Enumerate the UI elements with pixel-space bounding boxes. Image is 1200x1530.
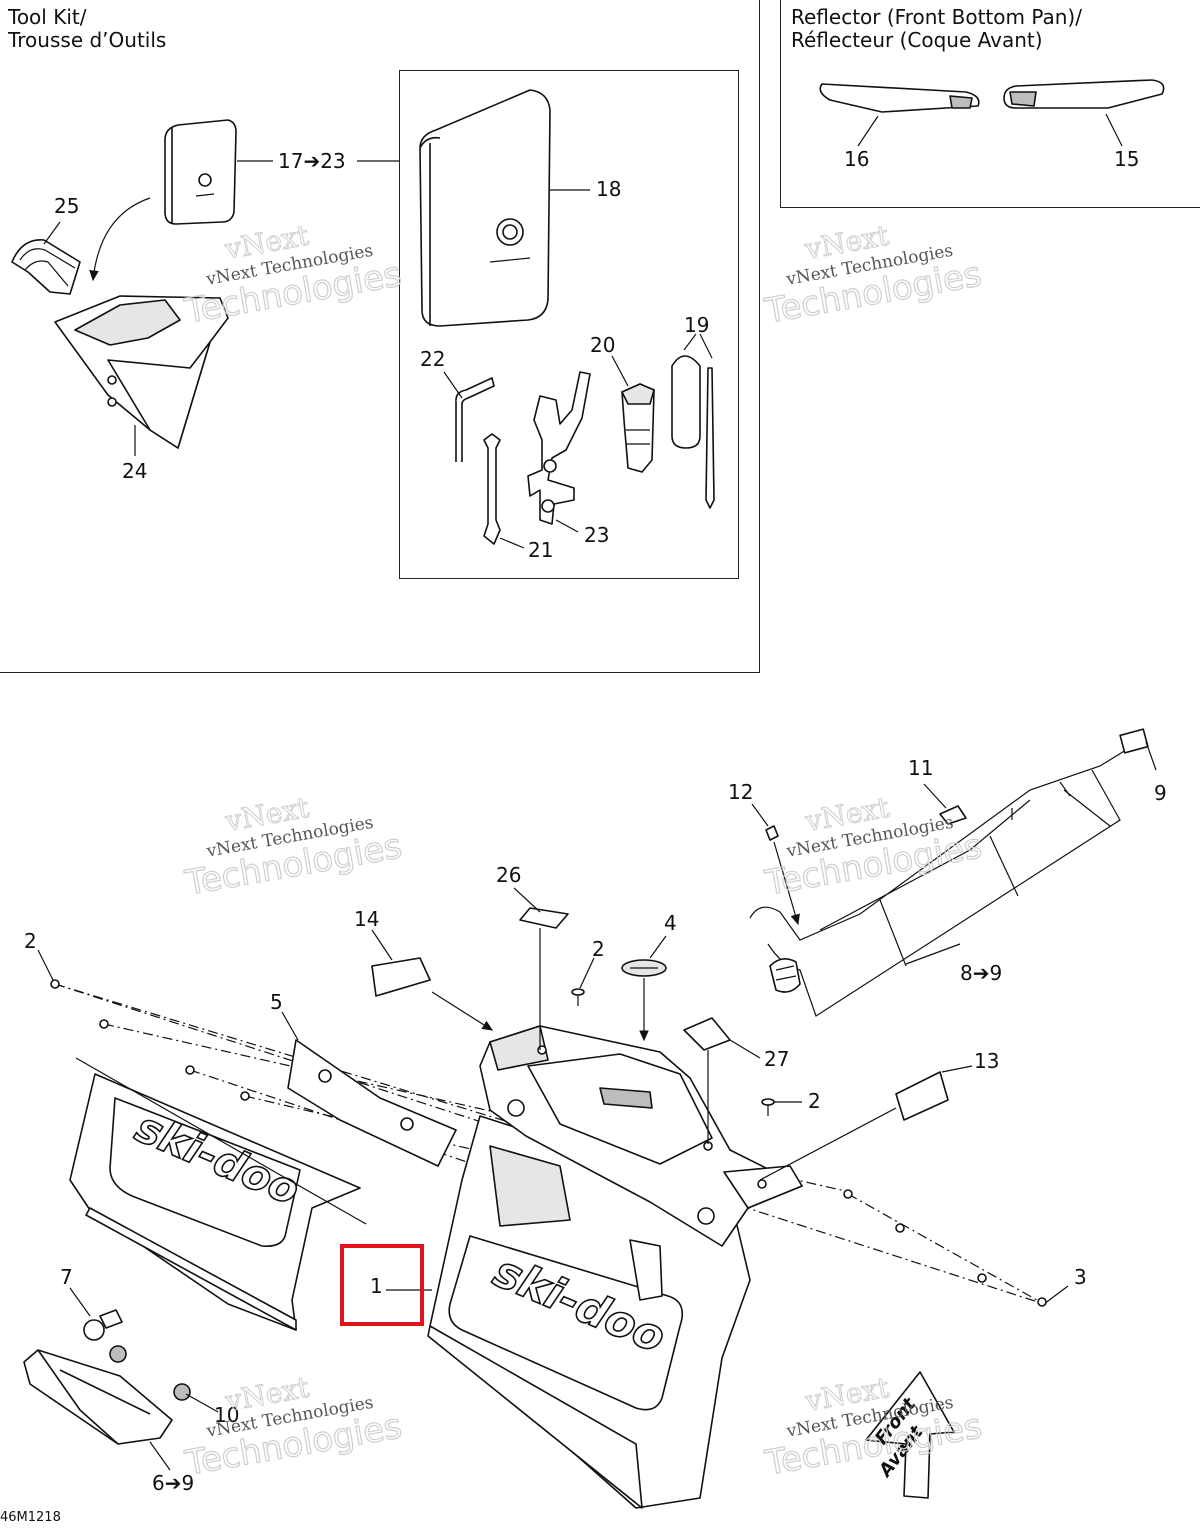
socket-20	[621, 383, 655, 473]
watermark-6: vNext vNext Technologies Technologies	[761, 1370, 985, 1484]
leader-22	[443, 371, 463, 399]
callout-13: 13	[974, 1049, 999, 1073]
leader-16	[857, 115, 879, 147]
callout-12: 12	[728, 780, 753, 804]
callout-24: 24	[122, 459, 147, 483]
callout-19: 19	[684, 313, 709, 337]
leader-6	[149, 1441, 171, 1471]
watermark-5: vNext vNext Technologies Technologies	[181, 1370, 405, 1484]
decal-27	[683, 1017, 731, 1051]
callout-26: 26	[496, 863, 521, 887]
leader-19b	[699, 333, 713, 359]
leader-14	[371, 929, 393, 961]
callout-3: 3	[1074, 1265, 1087, 1289]
watermark-2: vNext vNext Technologies Technologies	[761, 218, 985, 332]
leader-12	[751, 803, 769, 827]
emblem-4	[621, 959, 667, 977]
callout-25: 25	[54, 194, 79, 218]
leader-21	[499, 537, 525, 549]
reflector-15	[1003, 79, 1165, 109]
watermark-3: vNext vNext Technologies Technologies	[181, 790, 405, 904]
strap-25	[11, 221, 81, 295]
diagram-code: 46M1218	[0, 1510, 61, 1525]
callout-10: 10	[214, 1403, 239, 1427]
leader-9	[1145, 741, 1157, 771]
leader-4	[649, 935, 667, 959]
leader-26	[513, 887, 541, 913]
arrow-13	[759, 1107, 897, 1181]
callout-8: 8➔9	[960, 961, 1002, 985]
callout-6: 6➔9	[152, 1471, 194, 1495]
arrow-14	[431, 991, 494, 1031]
fastener-line-f	[847, 1193, 1045, 1305]
lamp-socket	[769, 958, 801, 993]
callout-1: 1	[370, 1274, 383, 1298]
leader-11	[923, 783, 947, 809]
spanner-23	[527, 371, 591, 525]
callout-20: 20	[590, 333, 615, 357]
leader-20	[611, 355, 629, 387]
watermark-1: vNext vNext Technologies Technologies	[181, 218, 405, 332]
fastener-screw	[571, 988, 775, 1116]
wrench-21	[483, 433, 501, 545]
callout-7: 7	[60, 1265, 73, 1289]
tool-kit-title: Tool Kit/ Trousse d’Outils	[8, 5, 167, 52]
leader-10	[185, 1393, 219, 1413]
decal-26	[519, 907, 569, 929]
reflector-title: Reflector (Front Bottom Pan)/ Réflecteur…	[791, 5, 1082, 52]
callout-17: 17➔23	[278, 149, 346, 173]
tool-bag-inset	[399, 70, 739, 579]
callout-27: 27	[764, 1047, 789, 1071]
bulb-7	[83, 1309, 123, 1341]
leader-2a	[37, 949, 56, 985]
callout-2a: 2	[24, 929, 37, 953]
leader-27	[729, 1039, 761, 1059]
leader-23	[555, 519, 579, 533]
upper-housing	[479, 1025, 803, 1247]
screwdriver-19	[671, 355, 715, 509]
callout-18: 18	[596, 177, 621, 201]
callout-1-highlight	[340, 1244, 424, 1326]
callout-9: 9	[1154, 781, 1167, 805]
callout-2b: 2	[592, 937, 605, 961]
leader-5	[281, 1011, 299, 1041]
leader-2b	[579, 957, 595, 989]
callout-16: 16	[844, 147, 869, 171]
callout-2c: 2	[808, 1089, 821, 1113]
fastener-line-c	[103, 1023, 851, 1193]
callout-22: 22	[420, 347, 445, 371]
callout-21: 21	[528, 538, 553, 562]
arrow-12	[773, 841, 800, 926]
decal-14	[371, 957, 431, 997]
leader-15	[1105, 113, 1123, 147]
arrow-bag-to-holder	[89, 197, 151, 282]
callout-5: 5	[270, 990, 283, 1014]
leader-13	[941, 1065, 973, 1073]
tool-kit-panel	[0, 0, 760, 673]
reflector-16	[819, 83, 980, 113]
decal-13	[895, 1071, 949, 1121]
callout-4: 4	[664, 911, 677, 935]
bracket-5	[287, 1039, 457, 1167]
callout-15: 15	[1114, 147, 1139, 171]
leader-19a	[683, 333, 697, 351]
tool-bag-small	[164, 119, 237, 225]
reflector-panel	[780, 0, 1200, 208]
leader-7	[69, 1287, 91, 1317]
tool-bag-large	[419, 89, 551, 327]
fastener-nuts	[50, 979, 1047, 1307]
tool-holder-24	[54, 295, 229, 449]
leader-8	[905, 943, 961, 965]
tie-12	[765, 825, 779, 841]
leader-3	[1043, 1285, 1069, 1305]
callout-23: 23	[584, 523, 609, 547]
callout-14: 14	[354, 907, 379, 931]
headlight-6	[23, 1345, 191, 1445]
fastener-line-a	[54, 983, 1045, 1305]
watermark-4: vNext vNext Technologies Technologies	[761, 790, 985, 904]
callout-11: 11	[908, 756, 933, 780]
hex-key-22	[455, 377, 495, 462]
clip-11	[939, 805, 967, 825]
